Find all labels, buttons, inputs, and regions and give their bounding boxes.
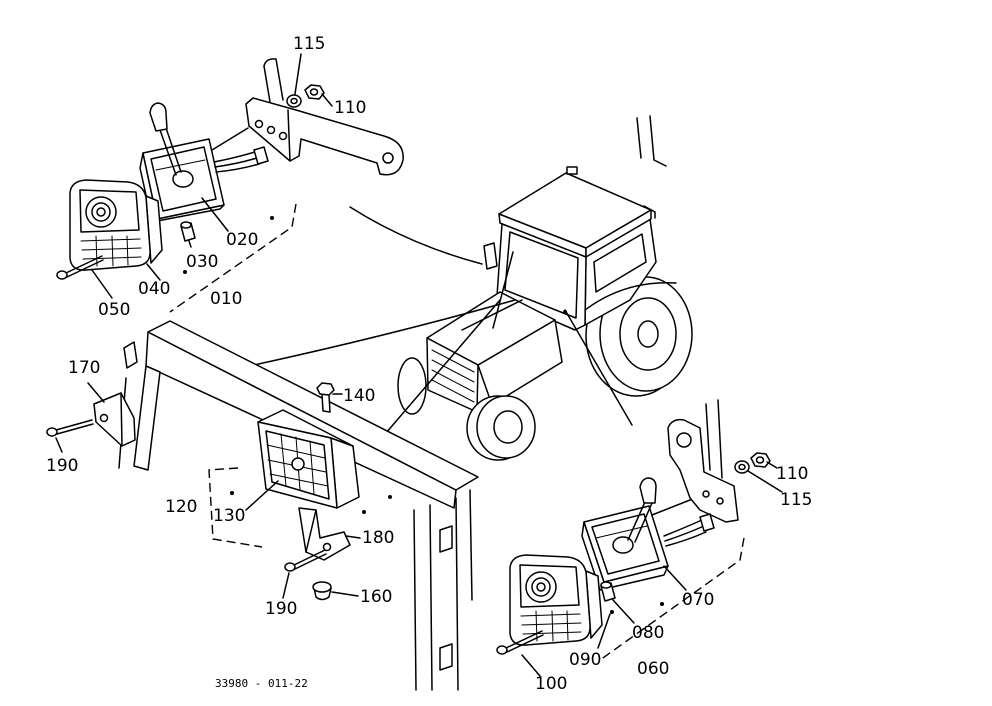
callout-070: 070	[682, 590, 714, 610]
tractor	[239, 166, 693, 461]
callout-115-right: 115	[780, 490, 812, 510]
lamp-lens-090	[509, 554, 603, 646]
upper-left-mounting-bracket	[245, 58, 404, 176]
screw-100	[496, 630, 544, 655]
nut-160	[312, 581, 332, 601]
callout-050: 050	[98, 300, 130, 320]
callout-130: 130	[213, 506, 245, 526]
lamp-housing-070	[581, 499, 691, 591]
washer-upper	[286, 94, 302, 108]
callout-115-top: 115	[293, 34, 325, 54]
callout-140: 140	[343, 386, 375, 406]
bracket-170	[93, 392, 136, 447]
assembly-010-outline	[169, 203, 297, 313]
callout-090: 090	[569, 650, 601, 670]
callout-110-top: 110	[334, 98, 366, 118]
tractor-front-wheel-left	[397, 357, 427, 415]
callout-170: 170	[68, 358, 100, 378]
bulb-upper-housing	[149, 102, 182, 176]
washer-lower-right	[734, 460, 750, 474]
cab-rear-pillar-segment	[636, 115, 667, 167]
middle-leader-lines	[55, 382, 361, 599]
callout-190-left: 190	[46, 456, 78, 476]
screw-190-middle	[284, 549, 327, 572]
callout-100: 100	[535, 674, 567, 694]
callout-120: 120	[165, 497, 197, 517]
nut-upper	[304, 84, 325, 100]
bolt-140	[316, 382, 335, 413]
callout-190-mid: 190	[265, 599, 297, 619]
bulb-080	[600, 581, 616, 602]
tractor-leader-lines	[239, 251, 633, 441]
callout-020: 020	[226, 230, 258, 250]
work-lamp-130	[257, 409, 360, 509]
lower-right-leader-lines	[521, 461, 783, 677]
nut-lower-right	[750, 452, 771, 468]
screw-050	[56, 255, 104, 280]
callout-labels: 115 110 020 030 040 050 010 170 190 140 …	[46, 34, 812, 694]
lower-right-mounting-bracket	[667, 399, 739, 523]
callout-060: 060	[637, 659, 669, 679]
lamp-housing-upper	[139, 127, 249, 223]
drawing-number: 33980 - 011-22	[215, 677, 308, 690]
assembly-120-outline	[208, 467, 263, 548]
callout-110-right: 110	[776, 464, 808, 484]
lamp-lens-040	[69, 179, 163, 271]
callout-030: 030	[186, 252, 218, 272]
upper-leader-lines	[91, 53, 483, 299]
bulb-lower-housing	[627, 477, 657, 543]
callout-160: 160	[360, 587, 392, 607]
bracket-180	[298, 507, 351, 561]
assembly-060-outline	[599, 537, 745, 661]
callout-080: 080	[632, 623, 664, 643]
tractor-front-wheel-right	[466, 395, 536, 461]
screw-190-left	[46, 419, 94, 437]
bulb-030	[180, 221, 196, 248]
callout-040: 040	[138, 279, 170, 299]
callout-180: 180	[362, 528, 394, 548]
lamp-wires-lower	[663, 513, 715, 547]
callout-010: 010	[210, 289, 242, 309]
lamp-wires-upper	[213, 146, 269, 173]
